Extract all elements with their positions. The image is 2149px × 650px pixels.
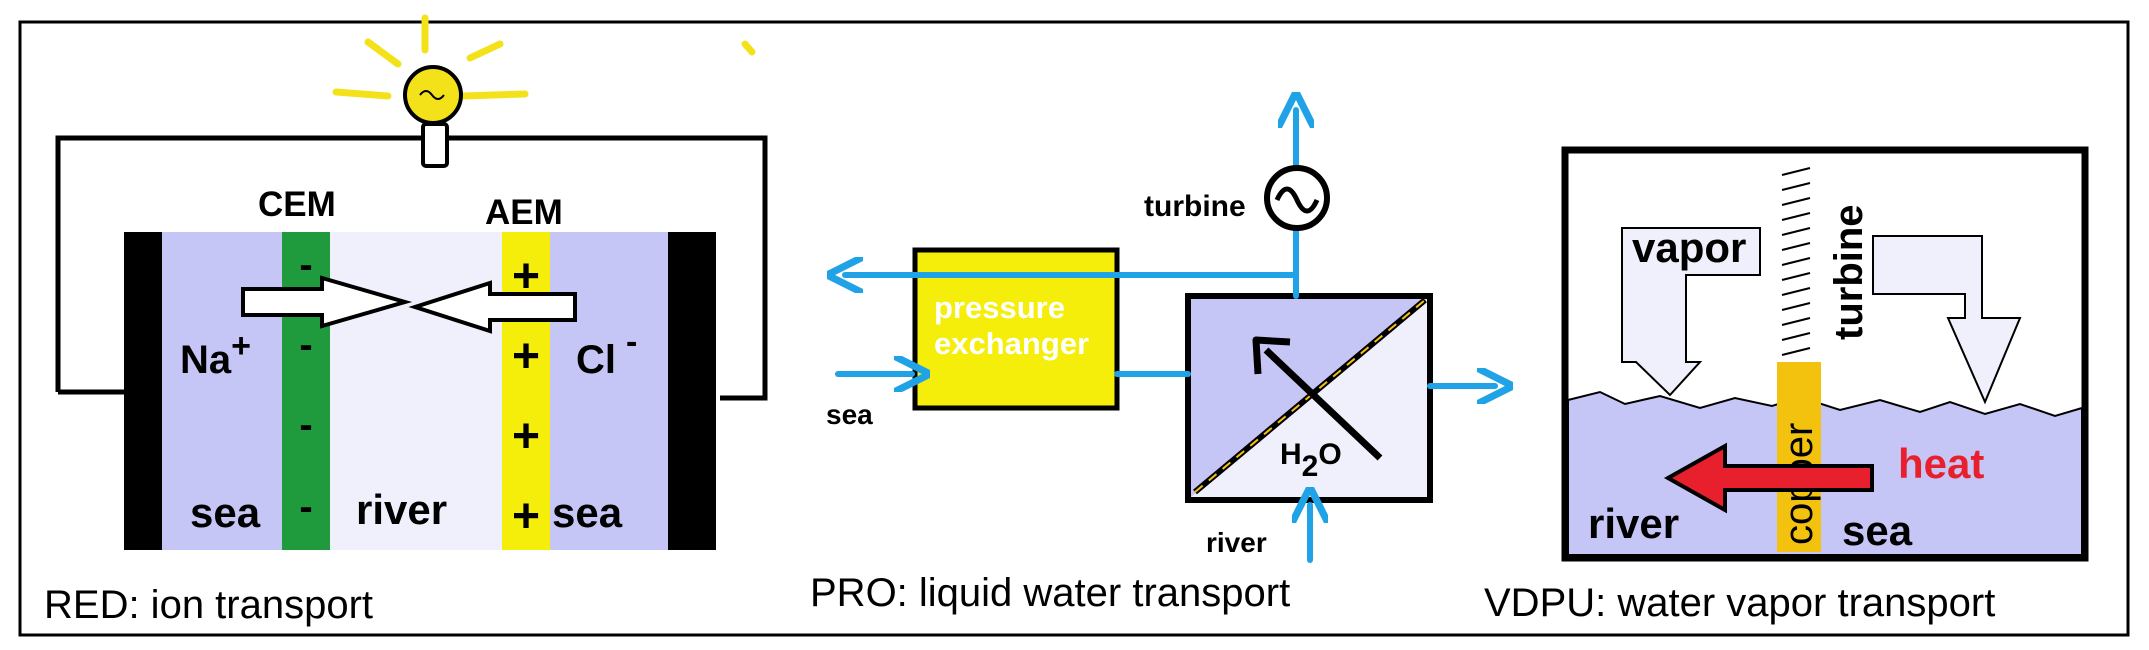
cation-label: Na+ (180, 327, 251, 382)
circuit-wire (55, 135, 768, 401)
aem-label: AEM (485, 193, 563, 232)
aem-charge: + (512, 410, 540, 463)
vapor-descend-arrow (1872, 235, 2022, 405)
pressure-exchanger-label-2: exchanger (934, 326, 1089, 361)
sea-label-left: sea (190, 489, 261, 536)
pro-caption: PRO: liquid water transport (810, 571, 1290, 615)
sea-compartment-left (162, 232, 282, 550)
cem-charge: - (299, 485, 312, 529)
electrode-right (668, 232, 716, 550)
h2o-label: H2O (1280, 438, 1342, 483)
vapor-label: vapor (1632, 224, 1746, 271)
river-compartment (330, 232, 502, 550)
anion-label: Cl- (576, 323, 637, 382)
vdpu-river-label: river (1588, 500, 1679, 547)
pro-panel: pressure exchanger H2O (810, 110, 1495, 615)
arrow-right-icon (241, 275, 413, 329)
heat-label: heat (1898, 440, 1984, 487)
cem-charge: - (299, 323, 312, 367)
turbine-icon (1264, 165, 1330, 231)
red-panel: - - - - + + + + CEM AEM Na+ Cl- sea rive… (44, 14, 768, 627)
pro-sea-label: sea (826, 399, 873, 430)
pressure-exchanger-label-1: pressure (934, 290, 1065, 325)
electrode-left (124, 232, 162, 550)
aem-membrane (502, 232, 550, 550)
cem-charge: - (299, 243, 312, 287)
light-bulb-icon (332, 14, 756, 168)
cem-label: CEM (258, 185, 336, 224)
red-caption: RED: ion transport (44, 583, 373, 627)
arrow-left-icon (408, 280, 577, 334)
aem-charge: + (512, 490, 540, 543)
aem-charge: + (512, 330, 540, 383)
river-label: river (356, 486, 447, 533)
vdpu-sea-label: sea (1842, 507, 1913, 554)
vdpu-turbine-label: turbine (1827, 204, 1871, 340)
vdpu-panel: copper vapor turbine heat river sea VDPU… (1484, 146, 2089, 625)
pro-turbine-label: turbine (1144, 190, 1246, 223)
pro-river-label: river (1206, 527, 1267, 558)
cem-charge: - (299, 403, 312, 447)
copper-plate (1777, 362, 1821, 552)
vdpu-caption: VDPU: water vapor transport (1484, 581, 1995, 625)
heat-arrow (1663, 442, 1874, 514)
vapor-rise-arrow (1621, 227, 1761, 397)
water-flux-arrow (1263, 347, 1383, 461)
sea-compartment-right (550, 232, 668, 550)
vdpu-turbine-icon (1781, 167, 1811, 356)
sea-label-right: sea (552, 489, 623, 536)
